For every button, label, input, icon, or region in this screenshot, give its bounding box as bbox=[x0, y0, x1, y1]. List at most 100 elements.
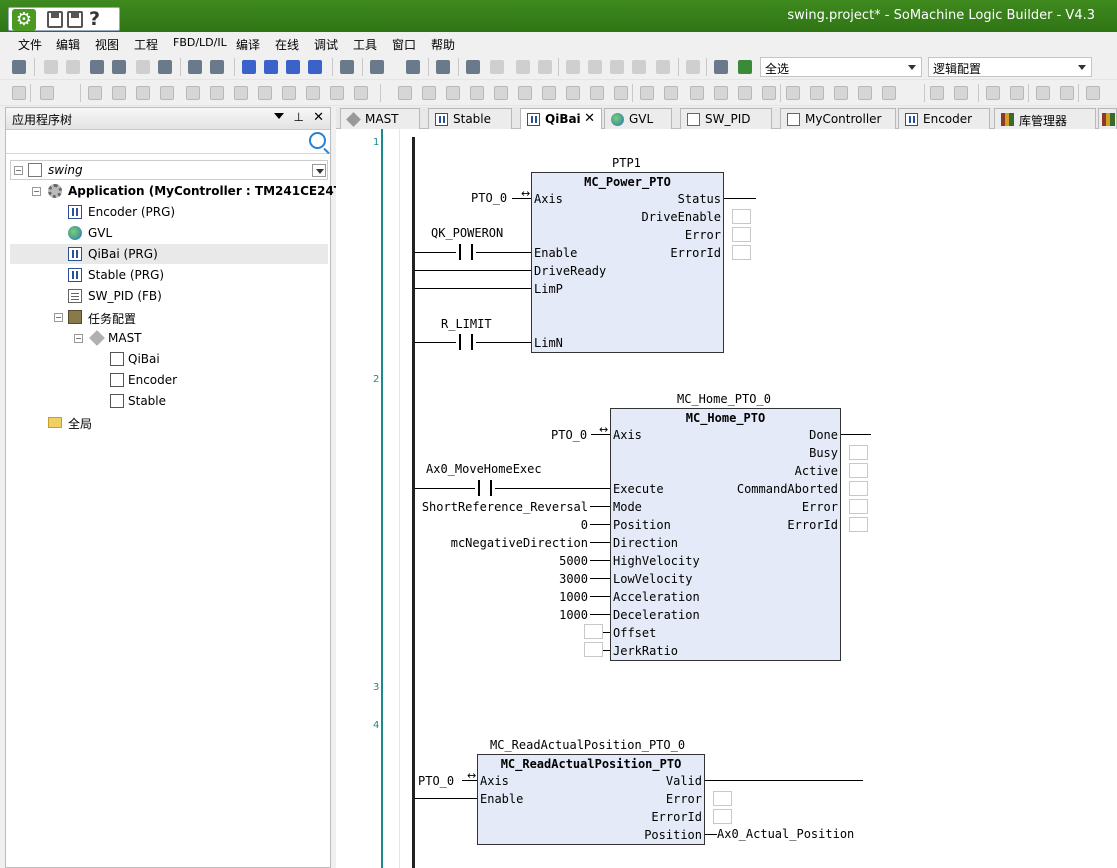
config-combo[interactable]: 逻辑配置 bbox=[928, 57, 1092, 77]
tree-root-row[interactable] bbox=[10, 160, 328, 180]
device-icon[interactable] bbox=[436, 60, 450, 74]
ld-element-icon[interactable] bbox=[858, 86, 872, 100]
collapse-icon[interactable]: − bbox=[74, 334, 83, 343]
output-empty-box[interactable] bbox=[849, 463, 868, 478]
tree-search-bar[interactable] bbox=[6, 130, 330, 154]
ld-element-icon[interactable] bbox=[470, 86, 484, 100]
search-icon[interactable] bbox=[309, 132, 326, 149]
bookmark-icon[interactable] bbox=[264, 60, 278, 74]
menu-project[interactable]: 工程 bbox=[134, 38, 159, 52]
ld-element-icon[interactable] bbox=[446, 86, 460, 100]
axis-variable[interactable]: PTO_0 bbox=[471, 191, 508, 205]
ld-element-icon[interactable] bbox=[422, 86, 436, 100]
normally-open-contact[interactable] bbox=[456, 244, 476, 260]
ld-element-icon[interactable] bbox=[786, 86, 800, 100]
run-to-cursor-icon[interactable] bbox=[632, 60, 646, 74]
ld-element-icon[interactable] bbox=[762, 86, 776, 100]
pin-icon[interactable]: ⊥ bbox=[293, 110, 304, 124]
build-icon[interactable] bbox=[370, 60, 384, 74]
ld-element-icon[interactable] bbox=[136, 86, 150, 100]
monitor-icon[interactable] bbox=[714, 60, 728, 74]
tree-item-qibai[interactable]: QiBai (PRG) bbox=[10, 244, 328, 264]
menu-edit[interactable]: 编辑 bbox=[56, 38, 81, 52]
tab-gvl[interactable]: GVL bbox=[604, 108, 672, 129]
collapse-icon[interactable]: − bbox=[14, 166, 23, 175]
print-icon[interactable] bbox=[12, 60, 26, 74]
ld-element-icon[interactable] bbox=[664, 86, 678, 100]
contact-variable[interactable]: Ax0_MoveHomeExec bbox=[426, 462, 542, 476]
highvelocity-value[interactable]: 5000 bbox=[559, 554, 588, 568]
login-icon[interactable] bbox=[466, 60, 480, 74]
tab-mast[interactable]: MAST bbox=[340, 108, 420, 129]
menu-fbd-ld-il[interactable]: FBD/LD/IL bbox=[173, 36, 227, 49]
ld-element-icon[interactable] bbox=[810, 86, 824, 100]
cut-icon[interactable] bbox=[90, 60, 104, 74]
output-empty-box[interactable] bbox=[849, 517, 868, 532]
ld-element-icon[interactable] bbox=[930, 86, 944, 100]
menu-build[interactable]: 编译 bbox=[236, 38, 261, 52]
ld-element-icon[interactable] bbox=[398, 86, 412, 100]
stop-icon[interactable] bbox=[538, 60, 552, 74]
ld-element-icon[interactable] bbox=[1036, 86, 1050, 100]
select-all-icon[interactable] bbox=[738, 60, 752, 74]
normally-open-contact[interactable] bbox=[456, 334, 476, 350]
tab-stable[interactable]: Stable bbox=[428, 108, 512, 129]
ld-element-icon[interactable] bbox=[12, 86, 26, 100]
ld-element-icon[interactable] bbox=[542, 86, 556, 100]
step-out-icon[interactable] bbox=[610, 60, 624, 74]
find-icon[interactable] bbox=[188, 60, 202, 74]
collapse-icon[interactable]: − bbox=[54, 313, 63, 322]
save-icon[interactable] bbox=[47, 11, 63, 28]
menu-view[interactable]: 视图 bbox=[95, 38, 120, 52]
replace-icon[interactable] bbox=[210, 60, 224, 74]
ld-element-icon[interactable] bbox=[210, 86, 224, 100]
output-empty-box[interactable] bbox=[849, 445, 868, 460]
ld-element-icon[interactable] bbox=[882, 86, 896, 100]
ld-element-icon[interactable] bbox=[330, 86, 344, 100]
mode-value[interactable]: ShortReference_Reversal bbox=[421, 500, 588, 514]
menu-debug[interactable]: 调试 bbox=[314, 38, 339, 52]
menu-window[interactable]: 窗口 bbox=[392, 38, 417, 52]
ld-element-icon[interactable] bbox=[690, 86, 704, 100]
ld-element-icon[interactable] bbox=[986, 86, 1000, 100]
output-empty-box[interactable] bbox=[849, 481, 868, 496]
axis-variable[interactable]: PTO_0 bbox=[418, 774, 455, 788]
ld-element-icon[interactable] bbox=[954, 86, 968, 100]
output-empty-box[interactable] bbox=[732, 209, 751, 224]
output-empty-box[interactable] bbox=[732, 227, 751, 242]
start-icon[interactable] bbox=[516, 60, 530, 74]
ld-element-icon[interactable] bbox=[186, 86, 200, 100]
fb-instance-name[interactable]: MC_Home_PTO_0 bbox=[677, 392, 771, 406]
ld-element-icon[interactable] bbox=[354, 86, 368, 100]
menu-tools[interactable]: 工具 bbox=[353, 38, 378, 52]
step-into-icon[interactable] bbox=[588, 60, 602, 74]
menu-help[interactable]: 帮助 bbox=[431, 38, 456, 52]
collapse-icon[interactable]: − bbox=[32, 187, 41, 196]
save-all-icon[interactable] bbox=[67, 11, 83, 28]
help-icon[interactable]: ? bbox=[89, 8, 101, 30]
copy-icon[interactable] bbox=[112, 60, 126, 74]
ld-element-icon[interactable] bbox=[1060, 86, 1074, 100]
ld-element-icon[interactable] bbox=[566, 86, 580, 100]
ld-element-icon[interactable] bbox=[112, 86, 126, 100]
ld-element-icon[interactable] bbox=[282, 86, 296, 100]
ld-element-icon[interactable] bbox=[518, 86, 532, 100]
redo-icon[interactable] bbox=[66, 60, 80, 74]
ld-element-icon[interactable] bbox=[234, 86, 248, 100]
deceleration-value[interactable]: 1000 bbox=[559, 608, 588, 622]
direction-value[interactable]: mcNegativeDirection bbox=[450, 536, 588, 550]
ld-element-icon[interactable] bbox=[714, 86, 728, 100]
select-all-combo[interactable]: 全选 bbox=[760, 57, 922, 77]
logout-icon[interactable] bbox=[490, 60, 504, 74]
ld-element-icon[interactable] bbox=[1086, 86, 1100, 100]
ld-element-icon[interactable] bbox=[590, 86, 604, 100]
output-empty-box[interactable] bbox=[713, 809, 732, 824]
tab-sw-pid[interactable]: SW_PID bbox=[680, 108, 772, 129]
ld-element-icon[interactable] bbox=[834, 86, 848, 100]
ld-element-icon[interactable] bbox=[160, 86, 174, 100]
rebuild-icon[interactable] bbox=[406, 60, 420, 74]
ld-element-icon[interactable] bbox=[494, 86, 508, 100]
lowvelocity-value[interactable]: 3000 bbox=[559, 572, 588, 586]
fb-instance-name[interactable]: MC_ReadActualPosition_PTO_0 bbox=[490, 738, 686, 752]
ld-element-icon[interactable] bbox=[40, 86, 54, 100]
